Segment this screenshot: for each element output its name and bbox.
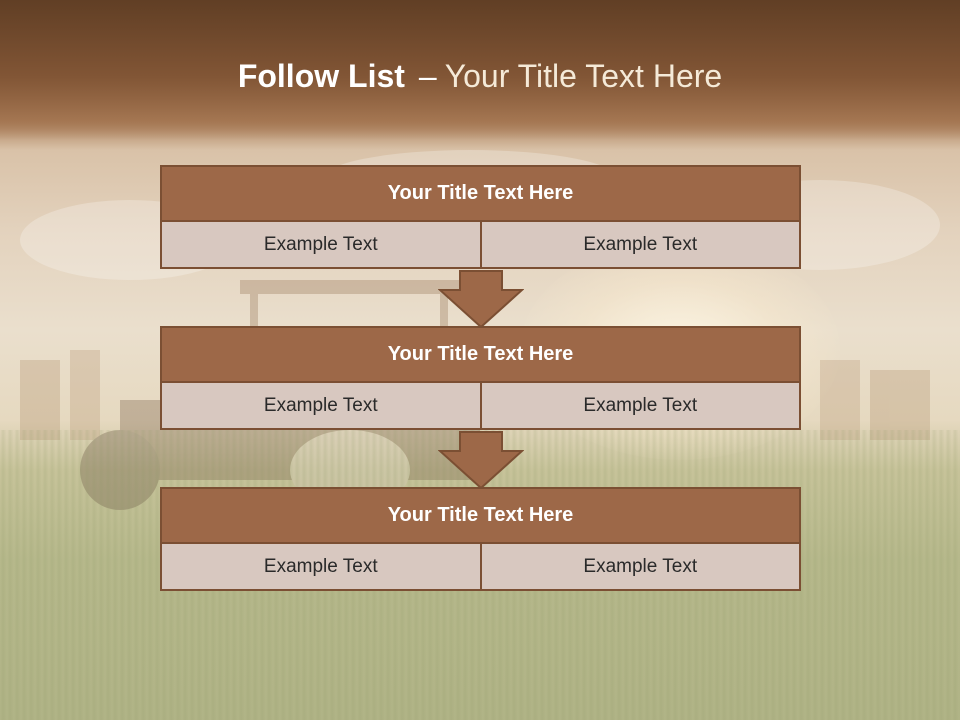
block-right-cell[interactable]: Example Text: [479, 381, 801, 430]
block-heading[interactable]: Your Title Text Here: [160, 165, 801, 222]
block-right-cell[interactable]: Example Text: [479, 220, 801, 269]
title-bold-text: Follow List: [237, 58, 405, 94]
list-block-1: Your Title Text Here Example Text Exampl…: [160, 165, 801, 269]
title-subtext: Your Title Text Here: [444, 58, 723, 94]
block-left-cell[interactable]: Example Text: [160, 542, 482, 591]
block-heading[interactable]: Your Title Text Here: [160, 326, 801, 383]
block-row: Example Text Example Text: [160, 542, 801, 591]
block-heading[interactable]: Your Title Text Here: [160, 487, 801, 544]
block-row: Example Text Example Text: [160, 220, 801, 269]
list-block-2: Your Title Text Here Example Text Exampl…: [160, 326, 801, 430]
block-left-cell[interactable]: Example Text: [160, 381, 482, 430]
title-band: [0, 0, 960, 140]
slide-title: Follow List–Your Title Text Here: [0, 52, 960, 100]
block-row: Example Text Example Text: [160, 381, 801, 430]
down-arrow-icon: [438, 431, 524, 489]
title-separator: –: [418, 58, 437, 94]
down-arrow-icon: [438, 270, 524, 328]
block-right-cell[interactable]: Example Text: [479, 542, 801, 591]
list-block-3: Your Title Text Here Example Text Exampl…: [160, 487, 801, 591]
block-left-cell[interactable]: Example Text: [160, 220, 482, 269]
